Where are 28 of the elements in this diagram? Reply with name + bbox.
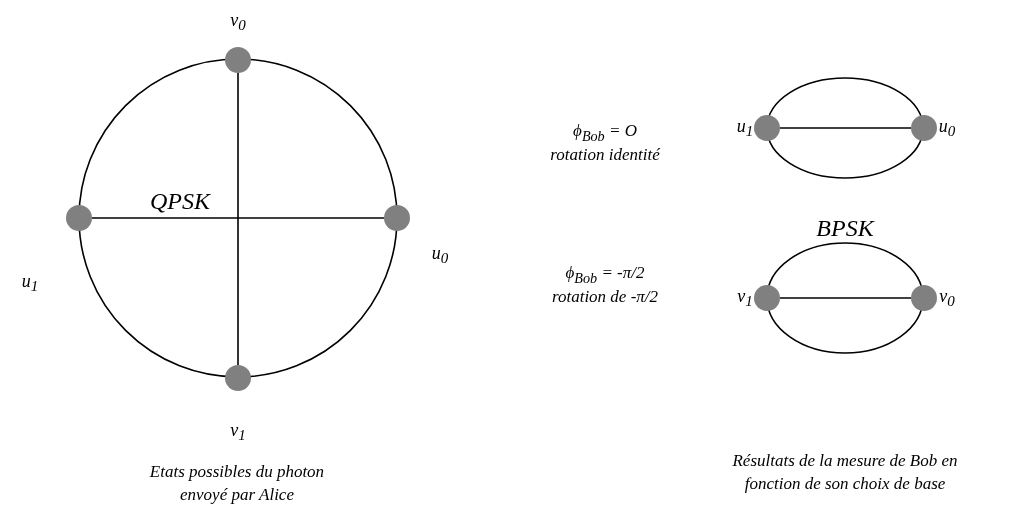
modulation-label: BPSK <box>816 214 874 242</box>
state-dot <box>754 285 780 311</box>
phase-label: ϕ$_{Bob}$ = -π/2 <box>565 263 645 287</box>
state-label: u$_{1}$ <box>736 115 754 141</box>
state-dot <box>225 47 251 73</box>
phase-label: ϕ$_{Bob}$ = O <box>573 121 637 145</box>
connector-line <box>779 127 912 129</box>
caption: Etats possibles du photon envoyé par Alice <box>148 461 326 506</box>
state-label: u$_{0}$ <box>431 242 449 268</box>
state-label: v$_{0}$ <box>939 285 955 311</box>
state-label: v$_{1}$ <box>737 285 753 311</box>
state-dot <box>754 115 780 141</box>
rotation-label: rotation de -π/2 <box>551 287 659 307</box>
state-dot <box>384 205 410 231</box>
caption: Résultats de la mesure de Bob en fonction de son choix de base <box>731 450 959 495</box>
connector-line <box>91 217 385 219</box>
state-dot <box>66 205 92 231</box>
connector-line <box>237 72 239 366</box>
modulation-label: QPSK <box>150 187 210 215</box>
state-label: v$_{1}$ <box>230 419 246 445</box>
state-label: u$_{1}$ <box>21 270 39 296</box>
state-dot <box>911 115 937 141</box>
state-dot <box>911 285 937 311</box>
state-dot <box>225 365 251 391</box>
state-label: u$_{0}$ <box>938 115 956 141</box>
connector-line <box>779 297 912 299</box>
state-label: v$_{0}$ <box>230 9 246 35</box>
rotation-label: rotation identité <box>550 145 660 165</box>
